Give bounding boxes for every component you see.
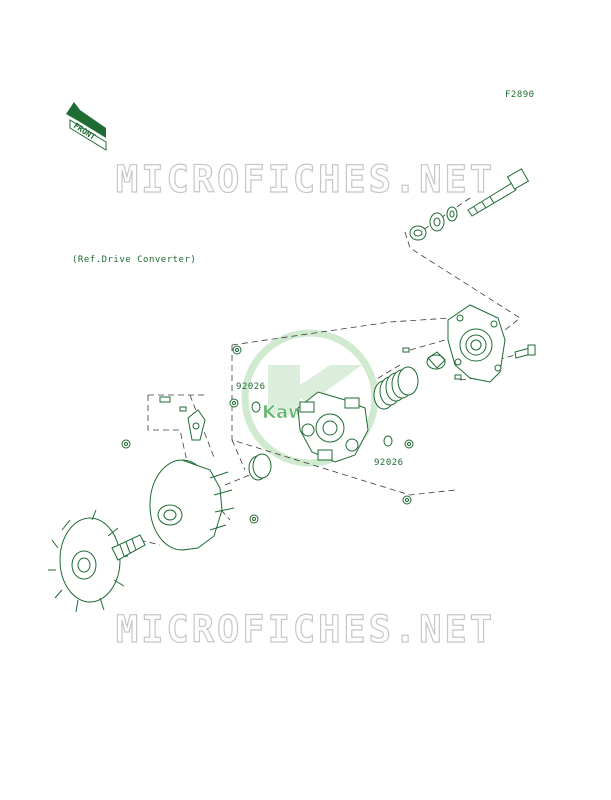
reference-note: (Ref.Drive Converter) bbox=[72, 255, 197, 265]
front-arrow-icon: FRONT bbox=[66, 102, 107, 151]
cover-bolt bbox=[514, 344, 536, 359]
spring bbox=[373, 366, 419, 410]
weight-arm bbox=[159, 396, 206, 441]
nut bbox=[229, 398, 239, 408]
nut bbox=[121, 439, 131, 449]
washer-92026-right bbox=[383, 435, 393, 447]
nut bbox=[402, 495, 412, 505]
fixed-sheave bbox=[48, 509, 146, 613]
collar bbox=[426, 351, 446, 370]
bushing-ring bbox=[248, 453, 272, 481]
spider-assembly bbox=[297, 391, 369, 463]
long-bolt bbox=[467, 168, 530, 217]
movable-sheave bbox=[149, 459, 235, 551]
watermark-bottom: MICROFICHES.NET bbox=[115, 607, 496, 651]
pin bbox=[402, 347, 410, 353]
watermark-top: MICROFICHES.NET bbox=[115, 157, 496, 201]
part-label-92026-left[interactable]: 92026 bbox=[236, 382, 266, 392]
nut bbox=[232, 345, 242, 355]
washer-92026-left bbox=[251, 401, 261, 413]
parts bbox=[48, 168, 536, 613]
pin bbox=[454, 374, 462, 380]
part-label-92026-right[interactable]: 92026 bbox=[374, 458, 404, 468]
nut bbox=[404, 439, 414, 449]
cover-plate bbox=[447, 304, 506, 383]
figure-code: F2890 bbox=[505, 90, 535, 100]
nut bbox=[249, 514, 259, 524]
